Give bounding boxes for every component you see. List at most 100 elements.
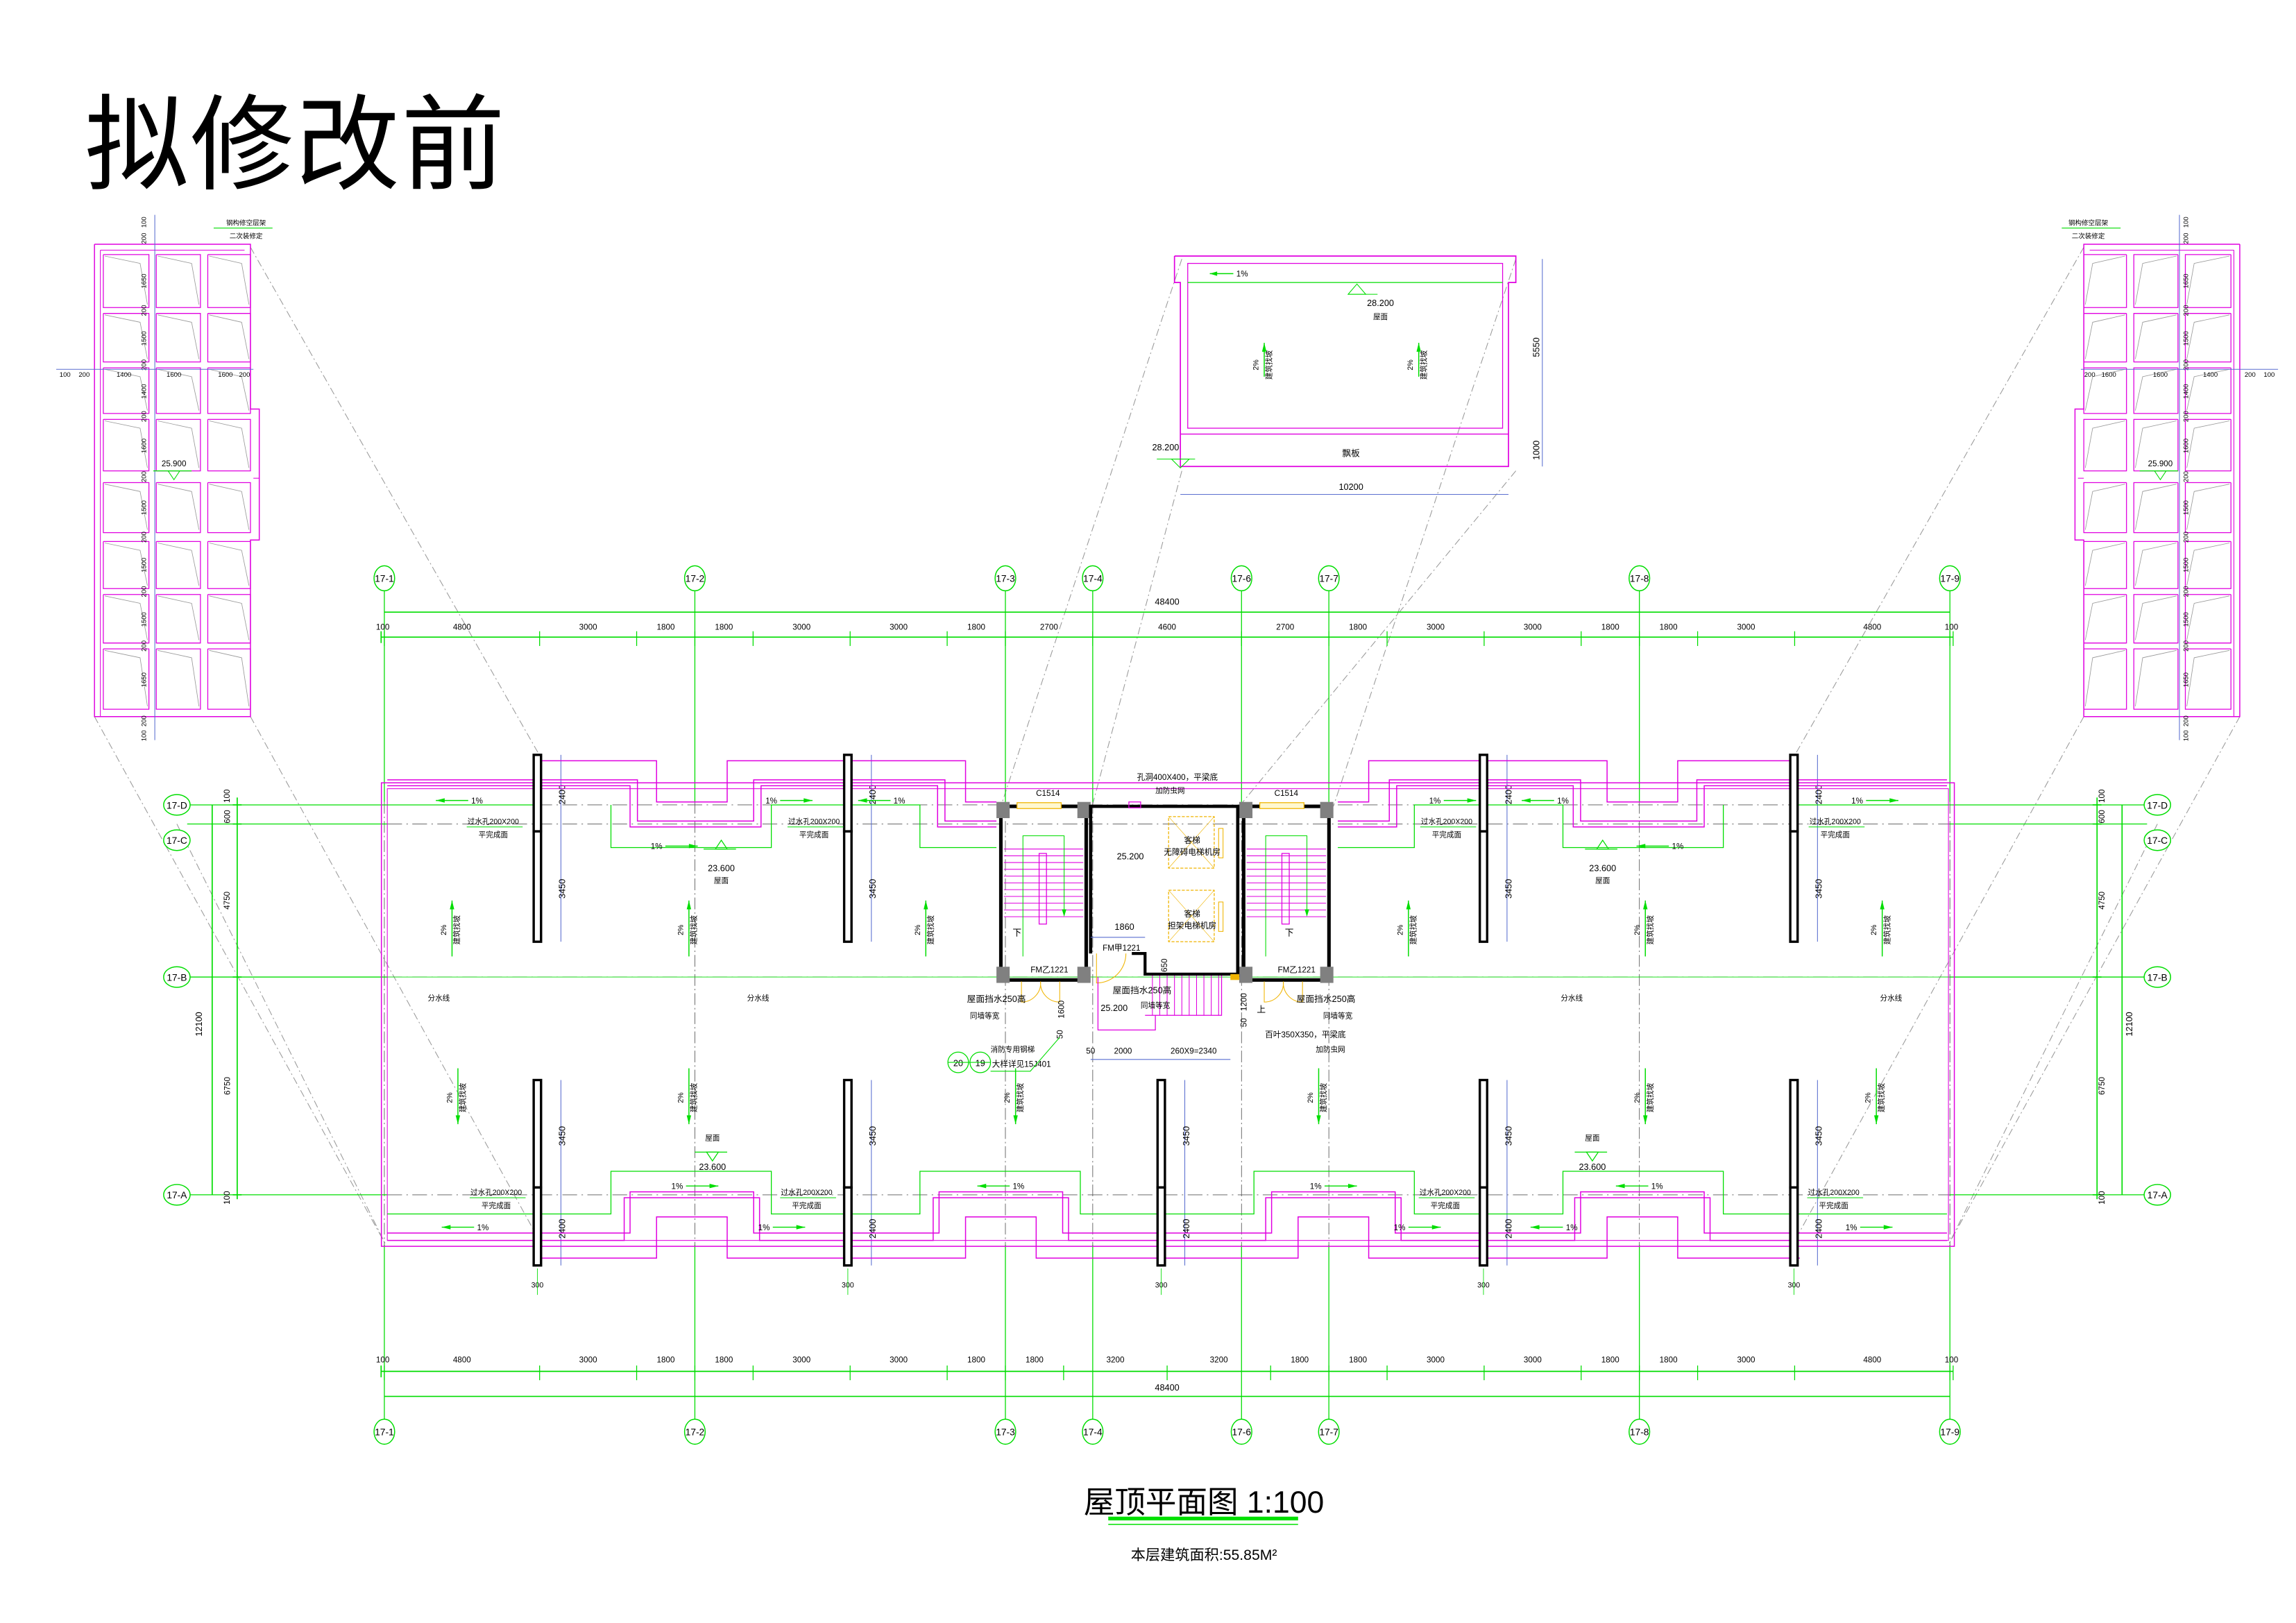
dimension-value: 4750 [2098,891,2107,909]
panel-dimension-value: 1500 [2183,500,2191,515]
wall-dimension-value: 3450 [867,1126,878,1146]
axis-bubble [1629,565,1651,592]
dimension-value: 1800 [967,623,985,632]
slope-arrow-head [1874,1115,1879,1125]
drain-arrow-head [1889,798,1898,803]
axis-bubble [373,1418,396,1445]
panel-note: 钢构修空层架 [2068,219,2109,227]
panel-note: 二次装修定 [230,232,263,241]
panel-dimension-value: 1600 [2153,371,2168,379]
panel-cell-hatch [2134,420,2177,468]
column [1239,801,1253,819]
wall-dimension-value: 3450 [1814,1126,1824,1146]
panel-dimension-value: 200 [140,586,148,597]
drain-arrow-head [977,1184,987,1189]
axis-bubble [683,1418,706,1445]
panel-dimension-value: 100 [140,216,148,228]
exterior-stair-edge [1145,975,1223,1016]
panel-dimension-value: 1600 [167,371,181,379]
axis-label: 17-2 [686,574,705,584]
axis-label: 17-C [2147,835,2168,846]
drain-hole-label: 过水孔200X200 [788,817,840,826]
panel-dimension-value: 100 [2263,371,2274,379]
parapet-wall [1478,830,1488,943]
dimension-value: 3000 [1524,623,1542,632]
detail-ref-number: 20 [953,1057,963,1068]
panel-cell [103,313,150,363]
panel-cell [155,254,201,308]
dimension-value: 1800 [1291,1356,1309,1365]
panel-dimension-value: 1600 [2102,371,2116,379]
roof-elevation: 23.600 [1579,1162,1606,1172]
panel-cell-hatch [2084,484,2125,530]
canopy-label: 飘板 [1342,448,1360,458]
slope-arrow-head [455,1115,461,1125]
box-inner [1187,262,1504,429]
panel-dimension-value: 200 [2183,359,2191,371]
slope-percent: 2% [1870,924,1878,935]
panel-cell-hatch [2186,368,2230,411]
parapet-wall [842,754,853,833]
panel-cell [2083,367,2127,414]
box-outline [1173,255,1517,468]
slope-percent: 2% [445,1092,454,1103]
core-label-curb: 屋面挡水250高 [1113,985,1172,995]
panel-cell-hatch [104,420,148,468]
dimension-value: 1800 [967,1356,985,1365]
leader-line [1239,470,1517,807]
panel-dimension-value: 1500 [140,500,148,515]
drain-arrow-head [441,1225,451,1230]
core-label-dim-steps: 260X9=2340 [1171,1046,1217,1055]
panel-cell-hatch [209,420,250,468]
leader-line [1792,246,2084,760]
slope-percent: 1% [1651,1182,1663,1191]
panel-cell [2184,482,2231,534]
panel-cell-hatch [158,595,200,640]
panel-cell [2083,313,2127,363]
axis-bubble [163,966,191,988]
panel-cell [103,594,150,644]
panel-cell [207,254,251,308]
dimension-value: 100 [376,1356,390,1365]
box-left-elevation: 28.200 [1152,442,1179,452]
slope-note: 建筑找坡 [459,1082,468,1112]
parapet-wall [842,1078,853,1189]
slope-note: 建筑找坡 [1319,1082,1328,1112]
panel-cell-hatch [209,595,250,640]
axis-bubble [1939,565,1961,592]
panel-cell [155,648,201,710]
panel-dimension-value: 200 [140,532,148,543]
elevator-cross [1168,816,1215,869]
overall-depth-value: 12100 [194,1012,204,1036]
slope-percent: 2% [677,1092,685,1103]
panel-cell [2133,648,2179,710]
drain-arrow-head [796,1225,806,1230]
roof-elevation: 23.600 [1589,863,1616,873]
wall-dimension-value: 3450 [867,879,878,899]
panel-cell-hatch [104,484,148,530]
parapet-line [1338,779,1947,822]
elevator-shaft [1168,890,1215,942]
roof-label: 屋面 [1585,1134,1599,1142]
slope-percent: 1% [1566,1223,1578,1232]
panel-cell [155,541,201,589]
panel-cell-hatch [209,368,250,411]
panel-cell-hatch [2186,649,2230,706]
axis-label: 17-A [2148,1190,2168,1200]
core-label-curb-note: 同墙等宽 [970,1011,1000,1020]
core-label-curb-note: 同墙等宽 [1141,1001,1171,1010]
panel-cell [207,541,251,589]
slope-note: 建筑找坡 [1877,1082,1886,1112]
ridge-label: 分水线 [747,994,769,1003]
slope-arrow-head [686,900,692,910]
dimension-value: 3000 [1427,623,1445,632]
drain-arrow-head [1522,798,1531,803]
panel-cell [2133,541,2179,589]
panel-dimension-value: 200 [2183,586,2191,597]
panel-cell-hatch [2134,314,2177,359]
box-canopy-value: 1000 [1531,441,1542,460]
panel-dimension-value: 200 [2183,640,2191,652]
panel-cell [2083,418,2127,472]
dimension-value: 3000 [890,1356,908,1365]
